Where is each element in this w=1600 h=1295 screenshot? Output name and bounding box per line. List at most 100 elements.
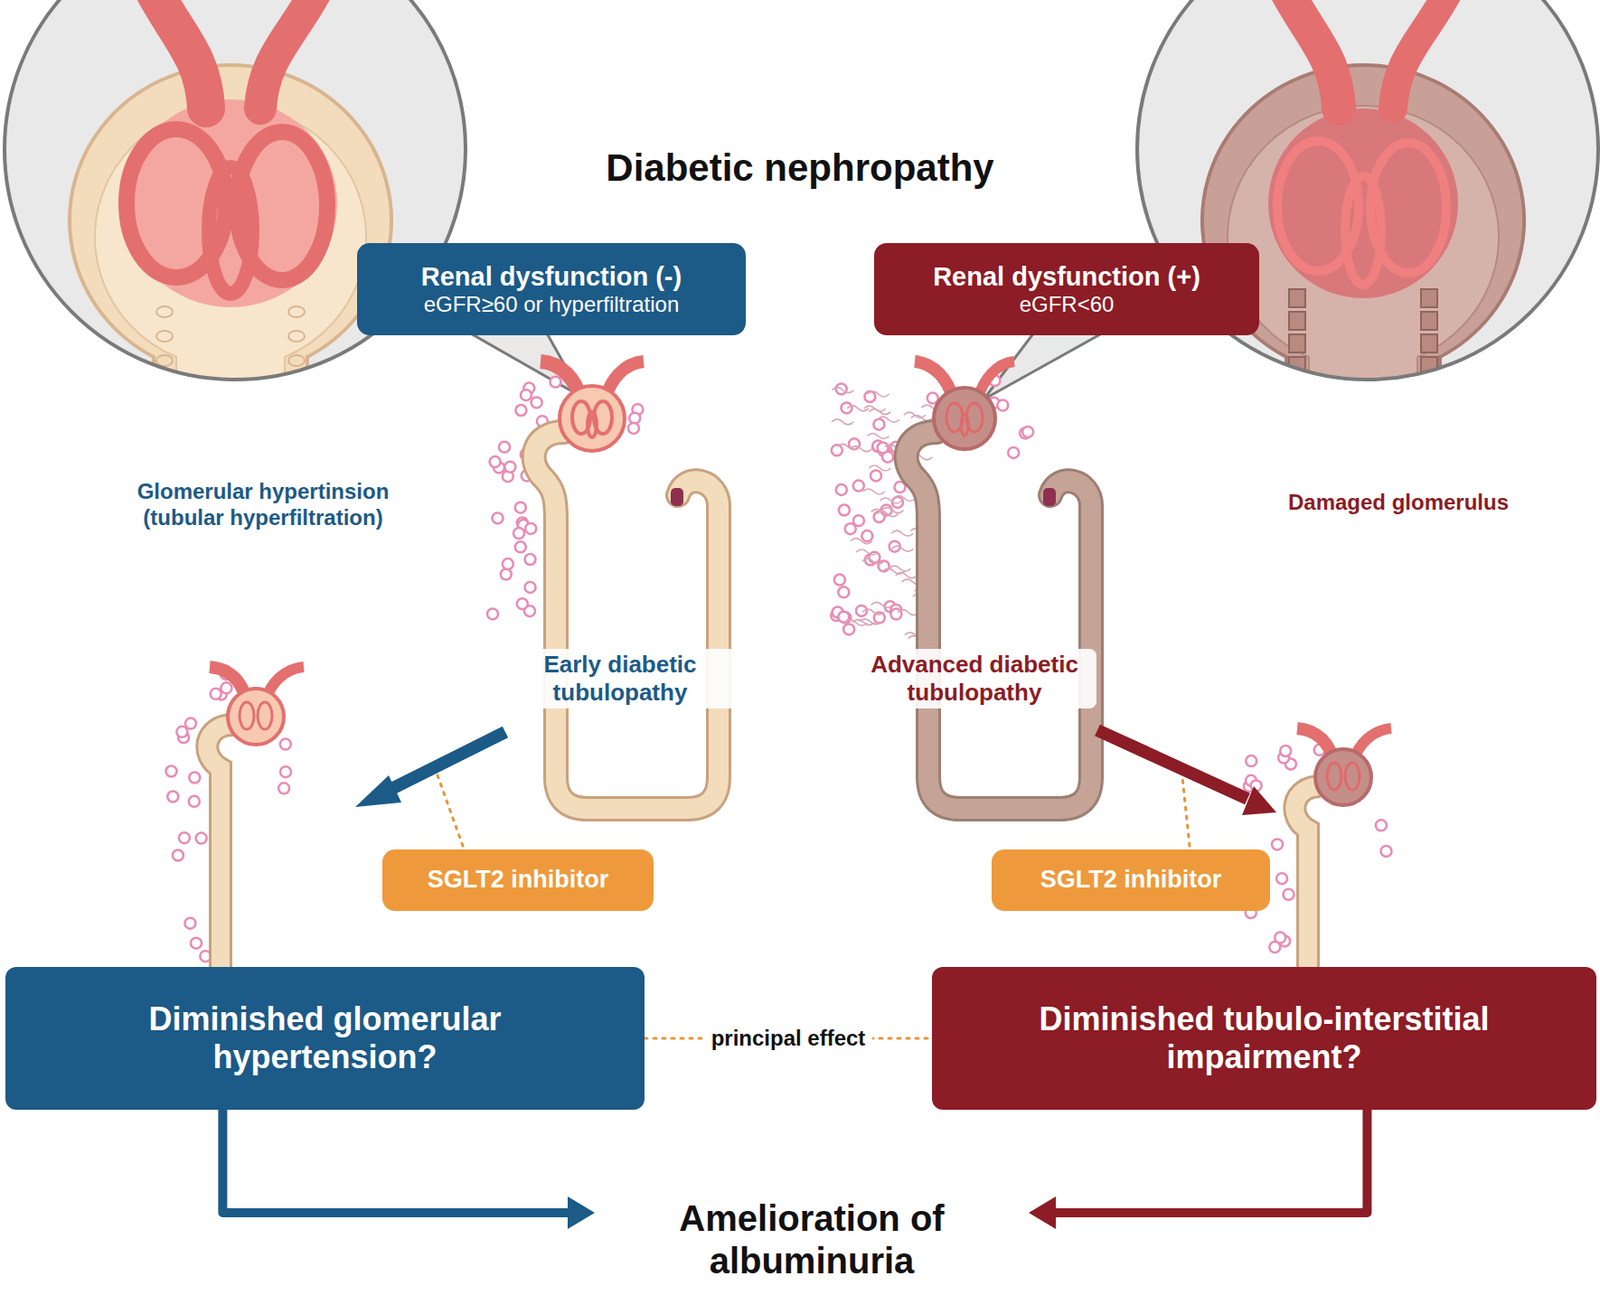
progression-arrow xyxy=(355,732,506,808)
albumin-dot xyxy=(196,833,208,845)
albumin-dot xyxy=(188,772,200,784)
box-subtext: eGFR<60 xyxy=(1019,291,1115,318)
box-heading: Diminished tubulo-interstitial impairmen… xyxy=(984,1000,1545,1078)
annotation-label: Advanced diabetic tubulopathy xyxy=(852,649,1097,709)
albumin-dot xyxy=(492,512,504,524)
fiber-stroke xyxy=(867,391,890,397)
albumin-dot xyxy=(487,608,499,620)
albumin-dot xyxy=(525,554,537,565)
albumin-dot xyxy=(184,918,196,930)
albumin-dot xyxy=(504,461,516,473)
albumin-dot xyxy=(190,938,202,950)
albumin-dot xyxy=(525,523,537,535)
albumin-dot xyxy=(1375,819,1387,831)
albumin-dot xyxy=(1007,447,1019,459)
fiber-stroke xyxy=(863,489,885,495)
flow-connector xyxy=(222,1110,572,1214)
albumin-dot xyxy=(843,623,855,635)
nephron-early xyxy=(534,361,719,810)
albumin-dot xyxy=(1283,889,1295,901)
albumin-dot xyxy=(873,419,885,431)
annotation-label: Glomerular hypertinsion (tubular hyperfi… xyxy=(100,479,426,532)
fiber-stroke xyxy=(895,573,918,579)
albumin-dot xyxy=(172,850,184,862)
albumin-dot xyxy=(502,558,514,570)
fiber-stroke xyxy=(850,538,873,545)
leader-line xyxy=(1182,777,1190,847)
albumin-dot xyxy=(166,766,178,778)
magnified-damaged-glomerulus xyxy=(1137,0,1599,398)
albumin-dot xyxy=(498,442,510,453)
albumin-dot xyxy=(1280,745,1291,757)
albumin-dots xyxy=(166,375,1393,962)
albumin-dot xyxy=(500,569,512,581)
box-heading: Amelioration of albuminuria xyxy=(621,1197,1002,1283)
albumin-dot xyxy=(525,582,537,593)
albumin-dot xyxy=(278,782,290,794)
fiber-stroke xyxy=(894,496,916,502)
albumin-dot xyxy=(489,456,501,468)
box-heading: SGLT2 inhibitor xyxy=(427,865,609,895)
albumin-dot xyxy=(550,376,562,388)
albumin-dot xyxy=(1381,846,1393,857)
albumin-dot xyxy=(515,502,527,514)
albumin-dot xyxy=(178,832,190,844)
fiber-stroke xyxy=(862,558,885,565)
albumin-dot xyxy=(1022,426,1034,438)
albumin-dot xyxy=(856,605,867,617)
fiber-stroke xyxy=(868,465,891,471)
albumin-dot xyxy=(1271,838,1283,850)
fiber-stroke xyxy=(831,419,854,425)
albumin-dot xyxy=(997,400,1008,412)
albumin-dot xyxy=(838,505,850,517)
albumin-dot xyxy=(845,523,857,535)
albumin-dot xyxy=(167,791,179,803)
albumin-dot xyxy=(877,442,889,454)
outcome-text: Amelioration of albuminuria xyxy=(594,1191,1029,1290)
albumin-dot xyxy=(220,682,232,694)
fiber-stroke xyxy=(850,446,873,452)
fiber-stroke xyxy=(877,416,900,423)
albumin-dot xyxy=(176,726,188,738)
albumin-dot xyxy=(853,480,865,492)
albumin-dot xyxy=(868,552,880,564)
albumin-dot xyxy=(185,718,197,730)
magnified-glomerulus xyxy=(4,0,466,398)
nephron-advanced xyxy=(831,361,1092,810)
fiber-stroke xyxy=(880,498,903,504)
albumin-dot xyxy=(1269,941,1280,953)
albumin-dot xyxy=(188,796,200,808)
drug-box: SGLT2 inhibitor xyxy=(382,849,654,912)
albumin-dot xyxy=(531,396,543,408)
albumin-dot xyxy=(280,766,292,778)
box-heading: Diminished glomerular hypertension? xyxy=(72,1000,579,1078)
fiber-stroke xyxy=(892,545,914,552)
albumin-dot xyxy=(841,402,853,414)
callout-tail xyxy=(456,325,584,398)
albumin-dot xyxy=(861,530,873,542)
fiber-stroke xyxy=(859,619,882,625)
leader-line xyxy=(437,775,463,847)
fiber-stroke xyxy=(871,602,894,608)
albumin-dot xyxy=(515,404,527,416)
albumin-dot xyxy=(870,470,882,481)
albumin-dot xyxy=(210,688,222,700)
albumin-dot xyxy=(515,541,527,553)
box-heading: Renal dysfunction (-) xyxy=(421,261,682,292)
fiber-stroke xyxy=(831,387,854,394)
fiber-stroke xyxy=(856,549,878,556)
title: Diabetic nephropathy xyxy=(506,146,1094,190)
annotation-label: Damaged glomerulus xyxy=(1253,489,1544,517)
fiber-stroke xyxy=(889,565,912,572)
albumin-dot xyxy=(837,586,849,598)
albumin-dot xyxy=(836,484,848,496)
box-heading: Renal dysfunction (+) xyxy=(932,261,1201,292)
arrowhead xyxy=(567,1196,595,1230)
connector-label: principal effect xyxy=(704,1025,874,1052)
effect-box: Diminished tubulo-interstitial impairmen… xyxy=(931,967,1597,1111)
arrowhead xyxy=(1028,1196,1056,1230)
albumin-dot xyxy=(1245,755,1257,767)
drug-box: SGLT2 inhibitor xyxy=(991,849,1271,912)
albumin-dot xyxy=(1276,873,1288,885)
